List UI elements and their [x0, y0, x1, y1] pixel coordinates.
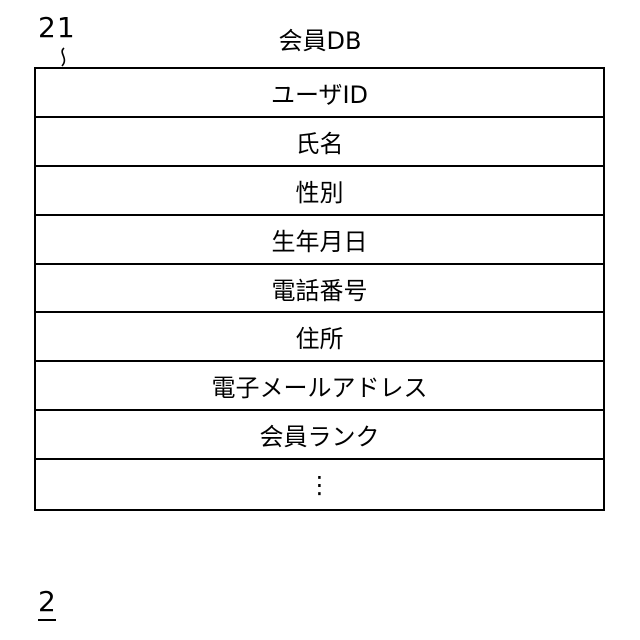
field-row-user-id: ユーザID: [36, 69, 603, 118]
field-row-email: 電子メールアドレス: [36, 362, 603, 411]
field-row-name: 氏名: [36, 118, 603, 167]
field-row-address: 住所: [36, 313, 603, 362]
field-row-birthdate: 生年月日: [36, 216, 603, 265]
field-row-gender: 性別: [36, 167, 603, 216]
field-row-member-rank: 会員ランク: [36, 411, 603, 460]
field-row-ellipsis: ⋮: [36, 460, 603, 509]
table-title: 会員DB: [0, 24, 640, 58]
field-row-phone: 電話番号: [36, 265, 603, 314]
figure-number: 2: [38, 586, 56, 621]
member-db-table: ユーザID 氏名 性別 生年月日 電話番号 住所 電子メールアドレス 会員ランク…: [34, 67, 605, 511]
